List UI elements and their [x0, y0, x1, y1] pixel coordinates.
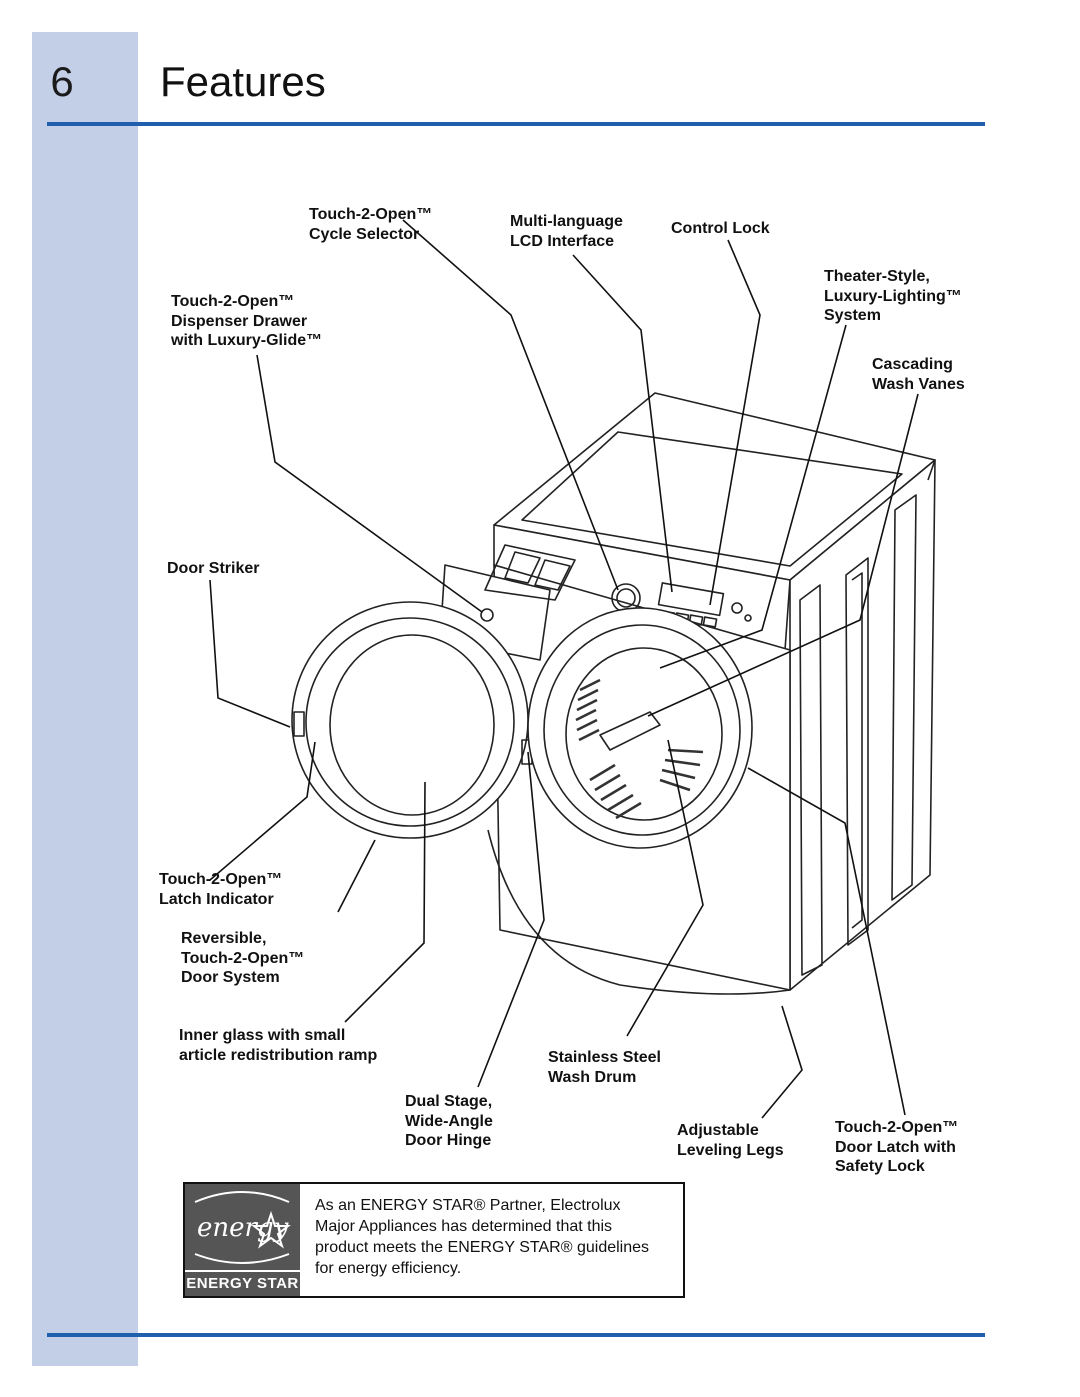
top-rule: [47, 122, 985, 126]
label-lcd-interface: Multi-language LCD Interface: [510, 212, 623, 251]
label-line: Luxury-Lighting™: [824, 287, 962, 305]
door-glass: [329, 634, 495, 816]
leader-wash-drum: [626, 739, 704, 1037]
leader-lcd: [572, 254, 673, 593]
label-wash-drum: Stainless Steel Wash Drum: [548, 1048, 661, 1087]
label-line: Touch-2-Open™: [309, 206, 433, 223]
leader-latch-indicator: [209, 741, 316, 881]
energy-star-notice: [183, 1182, 685, 1298]
energy-logo-band: [185, 1270, 300, 1272]
label-wash-vanes: Cascading Wash Vanes: [872, 355, 965, 394]
label-line: Touch-2-Open™: [835, 1119, 959, 1136]
leader-door-striker: [209, 579, 291, 728]
label-line: Multi-language: [510, 213, 623, 230]
label-line: Door Latch with: [835, 1138, 956, 1156]
leader-lighting: [659, 324, 847, 669]
wash-vane: [599, 711, 661, 751]
label-line: Control Lock: [671, 220, 770, 237]
label-line: Reversible,: [181, 930, 267, 947]
label-line: Theater-Style,: [824, 268, 930, 285]
statement-line: As an ENERGY STAR® Partner, Electrolux: [315, 1197, 621, 1214]
label-line: Adjustable: [677, 1122, 759, 1139]
statement-line: product meets the ENERGY STAR® guideline…: [315, 1239, 650, 1256]
label-line: Safety Lock: [835, 1158, 925, 1175]
leader-inner-glass: [344, 781, 426, 1023]
label-line: article redistribution ramp: [179, 1046, 378, 1064]
bottom-rule: [47, 1333, 985, 1337]
leader-control-lock: [709, 239, 761, 606]
energy-star-logo: energy ENERGY STAR: [185, 1184, 300, 1296]
leader-wash-vanes: [647, 393, 919, 717]
label-line: Cycle Selector: [309, 225, 420, 243]
leader-door-latch: [747, 767, 906, 1116]
statement-line: for energy efficiency.: [315, 1260, 462, 1277]
label-line: Touch-2-Open™: [181, 949, 305, 967]
energy-star-script-icon: energy: [194, 1191, 291, 1264]
label-line: Dispenser Drawer: [171, 312, 308, 330]
label-door-hinge: Dual Stage, Wide-Angle Door Hinge: [405, 1092, 493, 1151]
label-lighting-system: Theater-Style, Luxury-Lighting™ System: [824, 267, 962, 326]
label-line: LCD Interface: [510, 232, 615, 250]
label-line: Wide-Angle: [405, 1112, 493, 1130]
label-line: Dual Stage,: [405, 1093, 493, 1110]
leader-door-system: [337, 839, 376, 913]
label-line: Door System: [181, 969, 280, 986]
label-line: Door Hinge: [405, 1132, 492, 1149]
leader-leveling-legs: [761, 1005, 803, 1119]
label-control-lock: Control Lock: [671, 219, 770, 239]
label-line: Cascading: [872, 356, 953, 373]
label-leveling-legs: Adjustable Leveling Legs: [677, 1121, 784, 1160]
energy-star-wordmark: ENERGY STAR: [186, 1275, 299, 1292]
label-line: Stainless Steel: [548, 1049, 661, 1066]
label-line: Door Striker: [167, 560, 260, 577]
energy-star-statement: As an ENERGY STAR® Partner, Electrolux M…: [315, 1195, 680, 1279]
open-door-outer: [291, 601, 529, 839]
label-door-system: Reversible, Touch-2-Open™ Door System: [181, 929, 304, 988]
lcd-screen: [657, 582, 725, 617]
label-line: Touch-2-Open™: [159, 871, 283, 888]
washer-top-inset: [521, 431, 903, 567]
chapter-number: 6: [50, 58, 74, 105]
label-door-latch: Touch-2-Open™ Door Latch with Safety Loc…: [835, 1118, 958, 1177]
label-line: Wash Vanes: [872, 375, 965, 393]
chapter-sidebar: [32, 32, 138, 1366]
leader-cycle-selector: [402, 219, 619, 591]
label-cycle-selector: Touch-2-Open™ Cycle Selector: [309, 205, 432, 244]
label-line: Inner glass with small: [179, 1027, 346, 1044]
label-line: Leveling Legs: [677, 1141, 784, 1159]
label-line: Latch Indicator: [159, 890, 274, 908]
wash-drum: [565, 647, 723, 821]
label-line: System: [824, 307, 881, 324]
label-line: Touch-2-Open™: [171, 293, 295, 310]
leader-dispenser: [256, 354, 483, 613]
label-inner-glass: Inner glass with small article redistrib…: [179, 1026, 377, 1065]
leader-door-hinge: [477, 751, 545, 1088]
label-latch-indicator: Touch-2-Open™ Latch Indicator: [159, 870, 282, 909]
statement-line: Major Appliances has determined that thi…: [315, 1218, 613, 1235]
page-title: Features: [160, 58, 326, 105]
label-line: with Luxury-Glide™: [171, 332, 323, 349]
label-door-striker: Door Striker: [167, 559, 259, 579]
label-dispenser-drawer: Touch-2-Open™ Dispenser Drawer with Luxu…: [171, 292, 322, 351]
energy-script-text: energy: [197, 1213, 289, 1243]
label-line: Wash Drum: [548, 1068, 637, 1086]
